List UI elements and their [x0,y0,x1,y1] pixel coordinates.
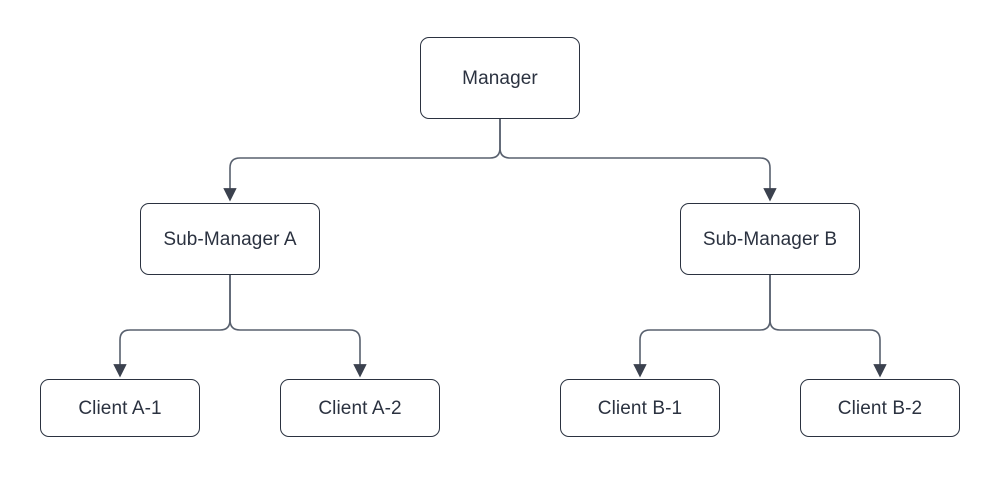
edge-manager-to-sub-a [223,119,501,202]
edge-sub-b-to-client-b2 [769,275,887,378]
node-sub-manager-b[interactable]: Sub-Manager B [680,203,860,275]
edge-sub-a-to-client-a1 [113,275,231,378]
edge-sub-a-to-client-a2 [229,275,367,378]
node-client-b2-label: Client B-2 [837,397,923,419]
node-manager-label: Manager [462,67,538,89]
node-client-a2-label: Client A-2 [318,397,402,419]
node-client-a1[interactable]: Client A-1 [40,379,200,437]
node-manager[interactable]: Manager [420,37,580,119]
node-client-b1-label: Client B-1 [597,397,683,419]
node-sub-manager-b-label: Sub-Manager B [702,228,838,250]
node-client-a1-label: Client A-1 [78,397,162,419]
node-client-a2[interactable]: Client A-2 [280,379,440,437]
node-client-b2[interactable]: Client B-2 [800,379,960,437]
node-sub-manager-a[interactable]: Sub-Manager A [140,203,320,275]
edge-manager-to-sub-b [499,119,777,202]
node-client-b1[interactable]: Client B-1 [560,379,720,437]
node-sub-manager-a-label: Sub-Manager A [163,228,297,250]
edge-sub-b-to-client-b1 [633,275,771,378]
